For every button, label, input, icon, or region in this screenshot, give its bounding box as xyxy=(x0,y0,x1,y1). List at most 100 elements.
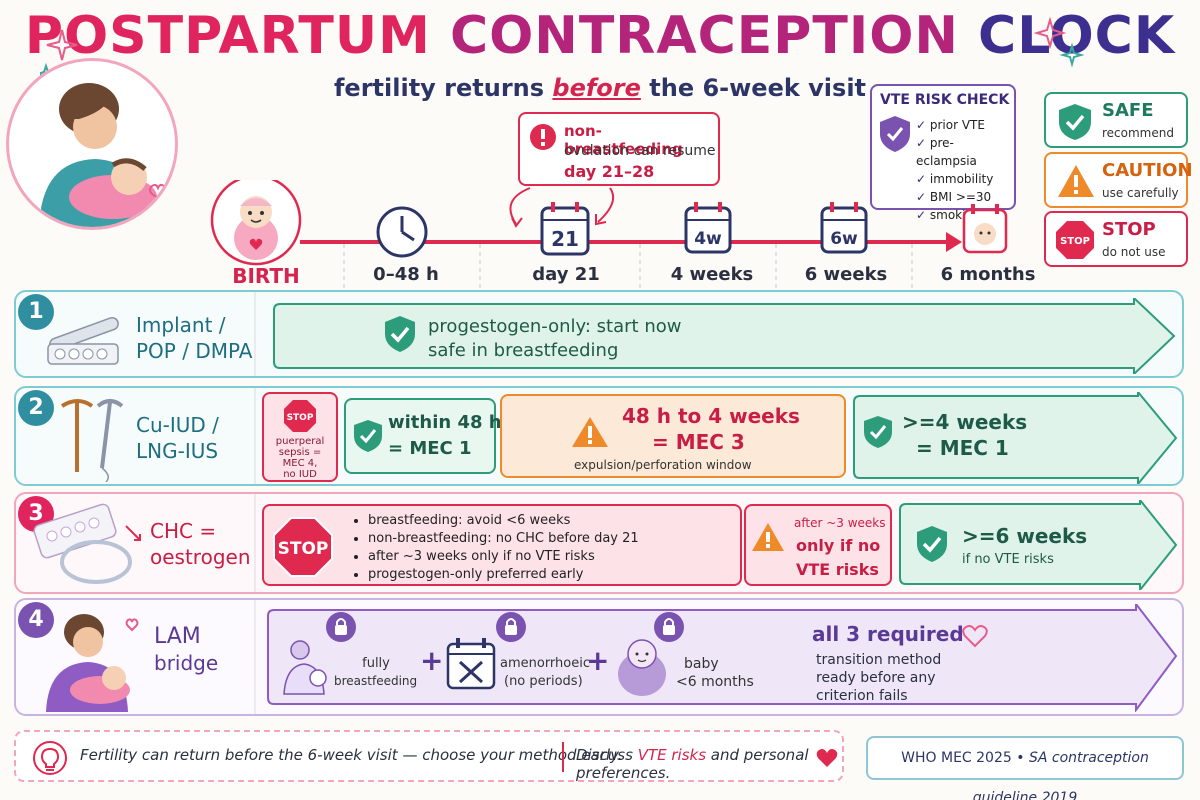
row-3-caution-box: after ~3 weeks only if no VTE risks xyxy=(744,504,892,586)
row-number-badge: 4 xyxy=(18,602,54,638)
legend-caution: CAUTION use carefully xyxy=(1044,152,1193,208)
row-3-label-line-1: CHC = xyxy=(150,519,217,543)
lam-criterion-2-line-2: (no periods) xyxy=(504,674,583,689)
calendar-day-text: 21 xyxy=(551,227,579,251)
callout-line-3: day 21–28 xyxy=(564,162,655,181)
calendar-day-21-icon: 21 xyxy=(540,202,590,256)
row-implant-pop-dmpa: 1 Implant / POP / DMPA progestogen-only:… xyxy=(14,290,1184,378)
swaddled-baby-icon xyxy=(618,639,666,696)
page-subtitle: fertility returns before the 6-week visi… xyxy=(0,74,1200,102)
row-lam-bridge: 4 LAM bridge fully breastfeeding + xyxy=(14,598,1184,716)
row-3-green-line-2: if no VTE risks xyxy=(962,552,1054,567)
row-3-bullet: progestogen-only preferred early xyxy=(368,566,639,584)
row-1-main-line-1: progestogen-only: start now xyxy=(428,316,682,337)
vte-risk-list: prior VTE pre-eclampsia immobility BMI >… xyxy=(916,116,1014,224)
baby-face-icon xyxy=(962,204,1008,254)
vte-risk-check-panel: VTE RISK CHECK prior VTE pre-eclampsia i… xyxy=(870,84,1016,222)
lam-requirement-title: all 3 required xyxy=(812,622,964,646)
row-2-caution-line-3: expulsion/perforation window xyxy=(574,458,752,472)
timeline-label-6-weeks: 6 weeks xyxy=(804,264,888,285)
shield-check-icon xyxy=(864,416,892,448)
lam-requirement-line-2: ready before any xyxy=(816,670,936,686)
sparkle-icon xyxy=(1033,16,1085,68)
footer-vte-before: Discuss xyxy=(576,746,638,764)
row-4-label: LAM bridge xyxy=(154,624,218,676)
lock-icon xyxy=(326,612,356,642)
row-3-stop-box: STOP breastfeeding: avoid <6 weeks non-b… xyxy=(262,504,742,586)
row-4-label-line-1: LAM xyxy=(154,624,201,649)
title-part-2: CONTRACEPTION xyxy=(449,6,959,66)
stop-sign-text: STOP xyxy=(287,413,314,423)
callout-title: non-breastfeeding xyxy=(564,122,683,158)
stop-sign-icon: STOP xyxy=(284,400,316,432)
timeline-arrowhead xyxy=(946,232,962,252)
row-3-label: CHC = oestrogen xyxy=(150,518,251,570)
row-3-label-panel: 3 CHC = oestrogen xyxy=(16,494,256,592)
reference-separator: • xyxy=(1011,750,1029,766)
row-1-main-line-2: safe in breastfeeding xyxy=(428,340,619,361)
row-iud: 2 Cu-IUD / LNG-IUS STOP puerperal sepsis… xyxy=(14,386,1184,486)
row-3-caution-line-2: only if no xyxy=(796,536,881,555)
footer-divider xyxy=(562,742,564,772)
row-3-bullet: non-breastfeeding: no CHC before day 21 xyxy=(368,530,639,548)
row-2-green-2-line-2: = MEC 1 xyxy=(916,436,1009,460)
row-2-caution-line-2: = MEC 3 xyxy=(652,430,745,454)
row-1-label: Implant / POP / DMPA xyxy=(136,312,252,364)
baby-swaddle-icon xyxy=(210,180,302,266)
shield-check-icon xyxy=(917,526,947,562)
row-2-stop-box: STOP puerperal sepsis = MEC 4, no IUD xyxy=(262,392,338,482)
row-1-label-line-2: POP / DMPA xyxy=(136,339,253,363)
title-part-1: POSTPARTUM xyxy=(24,6,431,66)
stop-sign-icon: STOP xyxy=(273,517,333,577)
stop-text-line: sepsis = xyxy=(278,447,322,458)
timeline-label-4-weeks: 4 weeks xyxy=(670,264,754,285)
legend-safe: SAFE recommend xyxy=(1044,92,1188,148)
subtitle-before: fertility returns xyxy=(333,74,553,102)
row-2-within-48h-box: within 48 h = MEC 1 xyxy=(344,398,502,474)
callout-arrow xyxy=(597,187,614,223)
row-3-caution-line-3: VTE risks xyxy=(796,560,879,579)
timeline-label-day-21: day 21 xyxy=(532,264,600,285)
lam-requirement-line-1: transition method xyxy=(816,652,942,668)
lam-requirement-line-3: criterion fails xyxy=(816,688,908,704)
lock-icon xyxy=(654,612,684,642)
callout-line-2: ovulation can resume xyxy=(564,143,716,159)
stop-text-line: no IUD xyxy=(283,469,317,480)
stop-sign-icon: STOP xyxy=(1056,221,1094,259)
row-3-label-line-2: oestrogen xyxy=(150,545,251,569)
row-2-green-2-line-1: >=4 weeks xyxy=(902,410,1028,434)
lam-criterion-1-line-2: breastfeeding xyxy=(334,674,418,688)
row-4-label-line-2: bridge xyxy=(154,651,219,675)
row-3-arrow-band xyxy=(899,500,1178,590)
timeline-label-0-48h: 0–48 h xyxy=(373,264,439,285)
lock-icon xyxy=(496,612,526,642)
row-2-caution-line-1: 48 h to 4 weeks xyxy=(622,404,800,428)
heart-icon xyxy=(816,749,838,767)
pill-pack-ring-icon xyxy=(33,503,141,584)
implant-pill-icon xyxy=(47,316,119,365)
row-2-green-1-line-2: = MEC 1 xyxy=(388,438,472,459)
reference-who: WHO MEC 2025 xyxy=(901,750,1012,766)
stop-text-line: MEC 4, xyxy=(282,458,318,469)
page-title: POSTPARTUM CONTRACEPTION CLOCK xyxy=(0,6,1200,66)
row-3-bullet: after ~3 weeks only if no VTE risks xyxy=(368,548,639,566)
row-1-label-line-1: Implant / xyxy=(136,313,226,337)
reference-sa-guideline: SA contraception guideline 2019 xyxy=(972,750,1149,800)
iud-device-icon xyxy=(60,399,124,482)
legend-stop-title: STOP xyxy=(1102,219,1156,240)
timeline-label-6-months: 6 months xyxy=(940,264,1036,285)
vte-risk-item: pre-eclampsia xyxy=(916,134,1014,170)
row-2-label-line-2: LNG-IUS xyxy=(136,439,219,463)
footer-tip-text: Fertility can return before the 6-week v… xyxy=(80,746,623,764)
row-2-label-panel: 2 Cu-IUD / LNG-IUS xyxy=(16,388,256,484)
calendar-6-weeks-icon: 6w xyxy=(820,202,868,254)
mother-breastfeeding-icon xyxy=(46,614,139,712)
stop-text-line: puerperal xyxy=(275,436,325,447)
lam-criterion-3-line-1: baby xyxy=(684,656,719,672)
calendar-6w-text: 6w xyxy=(830,229,858,249)
plus-sign: + xyxy=(420,644,444,677)
row-1-arrow-band xyxy=(273,298,1176,374)
row-2-label: Cu-IUD / LNG-IUS xyxy=(136,412,219,464)
stop-sign-text: STOP xyxy=(1060,236,1090,247)
callout-arrowhead xyxy=(595,214,607,226)
